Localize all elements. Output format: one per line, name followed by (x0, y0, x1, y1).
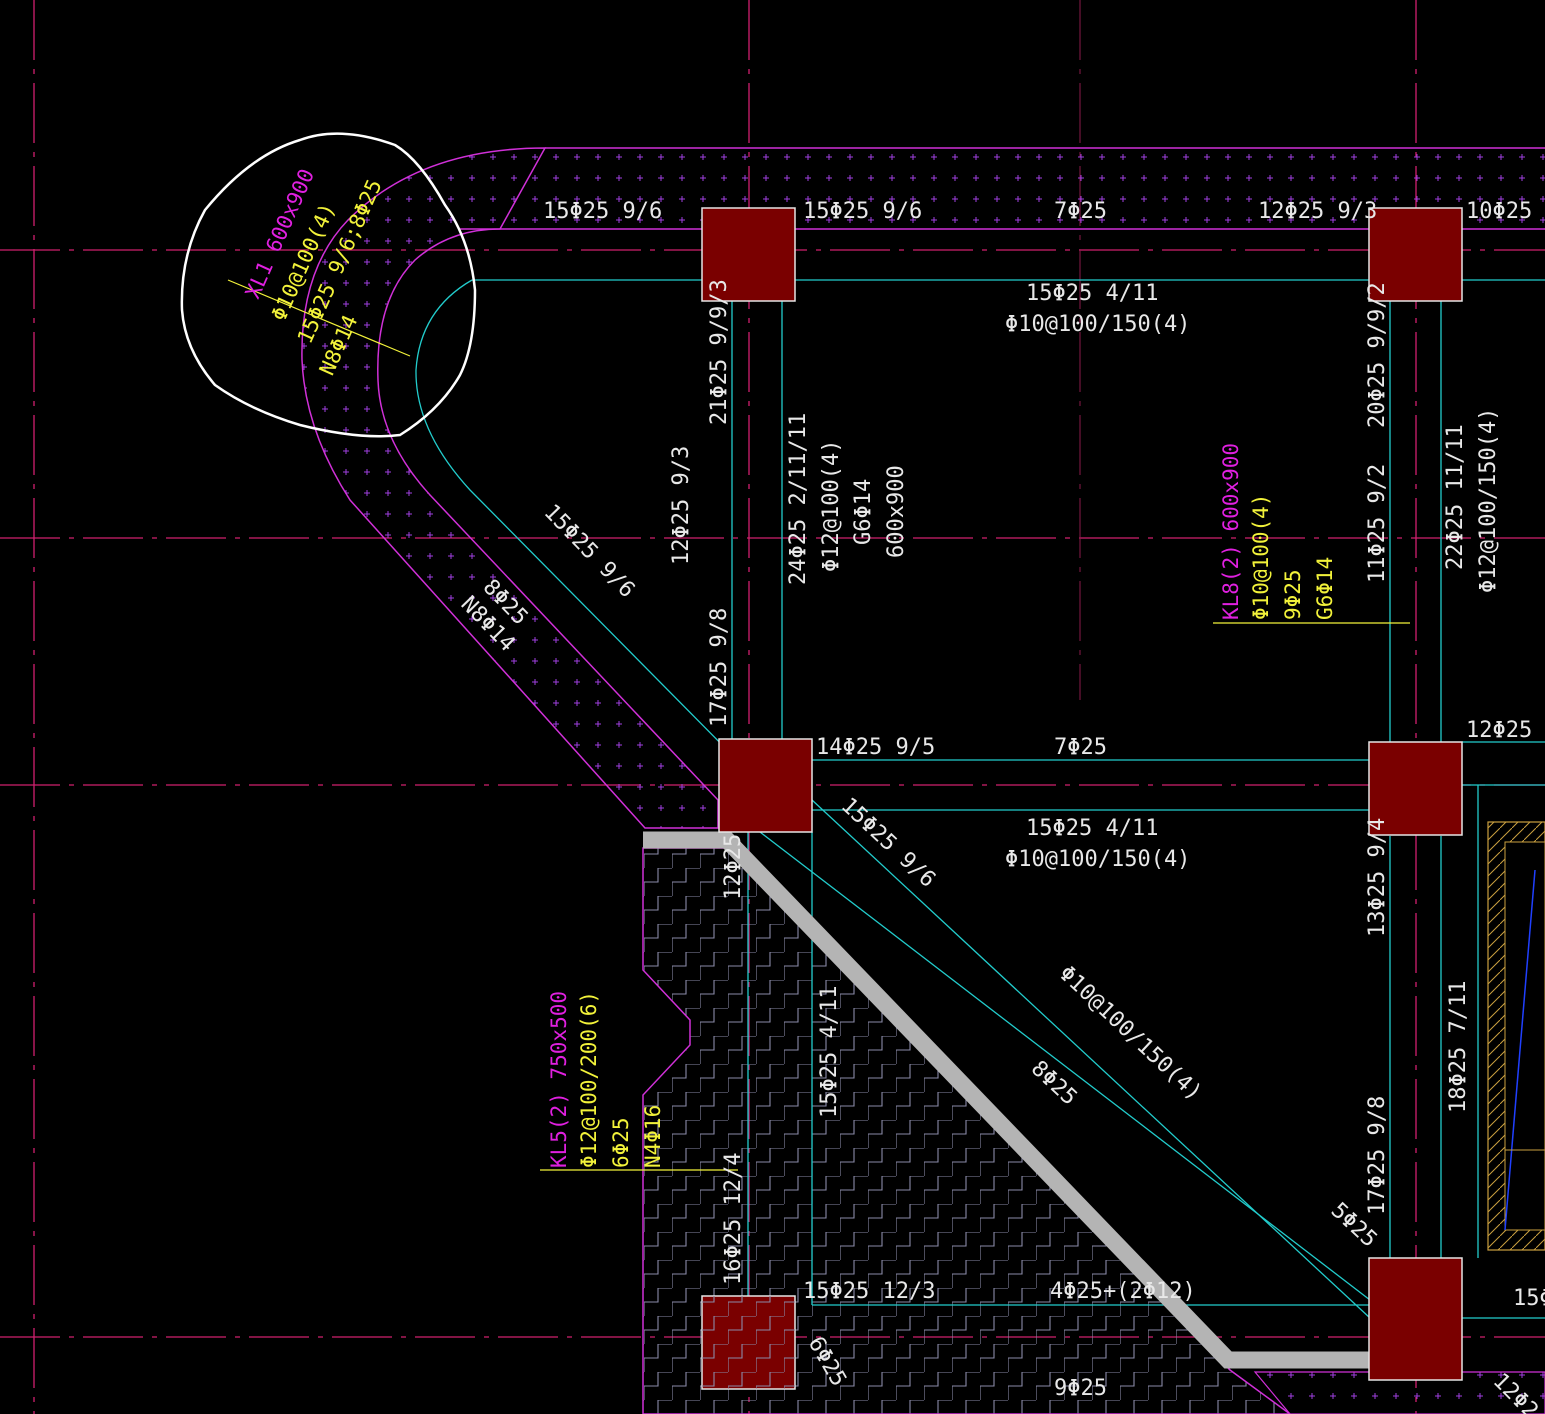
horizontal-annotations: 15Φ25 9/6 15Φ25 9/6 7Φ25 12Φ25 9/3 10Φ25… (543, 199, 1545, 1401)
label-col-a-right-1: 24Φ25 2/11/11 (786, 413, 811, 585)
label-col-c-vert-1: 13Φ25 9/4 (1365, 818, 1390, 937)
label-col-c-vert-2: 18Φ25 7/11 (1446, 981, 1471, 1113)
label-left-vert-1: 12Φ25 (721, 834, 746, 900)
kl5-id: KL5(2) 750x500 (547, 991, 571, 1168)
rebar-lines (415, 279, 1545, 1319)
label-mid-bottom-bars: 15Φ25 4/11 (1026, 816, 1158, 841)
kl8-bars: 9Φ25 (1281, 569, 1305, 620)
label-col-a-right-4: 600x900 (884, 465, 909, 558)
kl5-side: N4Φ16 (641, 1105, 665, 1168)
label-top-beam-mid: 7Φ25 (1054, 199, 1107, 224)
revision-cloud[interactable] (180, 132, 477, 438)
column-a[interactable] (701, 207, 796, 302)
label-col-b-vert: 20Φ25 9/9/2 (1365, 282, 1390, 428)
wall-detail (1487, 821, 1545, 1251)
column-b[interactable] (1368, 207, 1463, 302)
label-bot-beam-3: 9Φ25 (1054, 1376, 1107, 1401)
top-beam-band (385, 148, 1545, 270)
label-col-a-right-2: Φ12@100(4) (819, 440, 844, 572)
column-c[interactable] (718, 738, 813, 833)
label-top-beam-2: 15Φ25 9/6 (803, 199, 922, 224)
label-col-c-vert-3: 17Φ25 9/8 (1365, 1096, 1390, 1215)
beam-tag-kl8[interactable]: KL8(2) 600x900 Φ10@100(4) 9Φ25 G6Φ14 (1219, 443, 1337, 620)
label-left-vert-2: 15Φ25 4/11 (817, 986, 842, 1118)
label-bot-beam-2: 4Φ25+(2Φ12) (1050, 1279, 1196, 1304)
label-top-beam-1: 15Φ25 9/6 (543, 199, 662, 224)
label-top-bottom-bars: 15Φ25 4/11 (1026, 281, 1158, 306)
label-mid-stirrups: Φ10@100/150(4) (1005, 847, 1190, 872)
label-col-a-right-3: G6Φ14 (851, 479, 876, 545)
label-bot-beam-1: 15Φ25 12/3 (803, 1279, 935, 1304)
label-col-a-vert-bot: 17Φ25 9/8 (707, 608, 732, 727)
column-d[interactable] (1368, 741, 1463, 836)
xl1-leader (227, 279, 411, 357)
label-bot-right: 15Φ (1513, 1286, 1545, 1311)
label-mid-beam-left: 14Φ25 9/5 (816, 735, 935, 760)
label-top-beam-3: 12Φ25 9/3 (1258, 199, 1377, 224)
kl8-side: G6Φ14 (1313, 557, 1337, 620)
column-f[interactable] (1368, 1257, 1463, 1381)
label-top-stirrups: Φ10@100/150(4) (1005, 312, 1190, 337)
label-col-a-vert: 21Φ25 9/9/3 (707, 279, 732, 425)
vertical-annotations: 21Φ25 9/9/3 12Φ25 9/3 17Φ25 9/8 24Φ25 2/… (669, 279, 1501, 1285)
label-col-a-vert-low: 12Φ25 9/3 (669, 446, 694, 565)
curved-beam-band (301, 147, 719, 829)
label-col-b-right-2: Φ12@100/150(4) (1476, 408, 1501, 593)
beam-tag-kl5[interactable]: KL5(2) 750x500 Φ12@100/200(6) 6Φ25 N4Φ16 (547, 991, 665, 1168)
kl8-stirrups: Φ10@100(4) (1249, 494, 1273, 620)
label-col-b-vert-low: 11Φ25 9/2 (1365, 464, 1390, 583)
label-mid-beam-mid: 7Φ25 (1054, 735, 1107, 760)
kl8-id: KL8(2) 600x900 (1219, 443, 1243, 620)
label-col-b-right-1: 22Φ25 11/11 (1443, 424, 1468, 570)
kl5-stirrups: Φ12@100/200(6) (577, 991, 601, 1168)
slab-edge-line (643, 831, 1370, 1369)
label-top-beam-right: 10Φ25 8/ (1466, 199, 1545, 224)
label-left-vert-3: 16Φ25 12/4 (721, 1153, 746, 1285)
kl5-bars: 6Φ25 (609, 1117, 633, 1168)
label-mid-beam-right: 12Φ25 9/ (1466, 718, 1545, 743)
column-e-hatch (702, 1296, 795, 1389)
